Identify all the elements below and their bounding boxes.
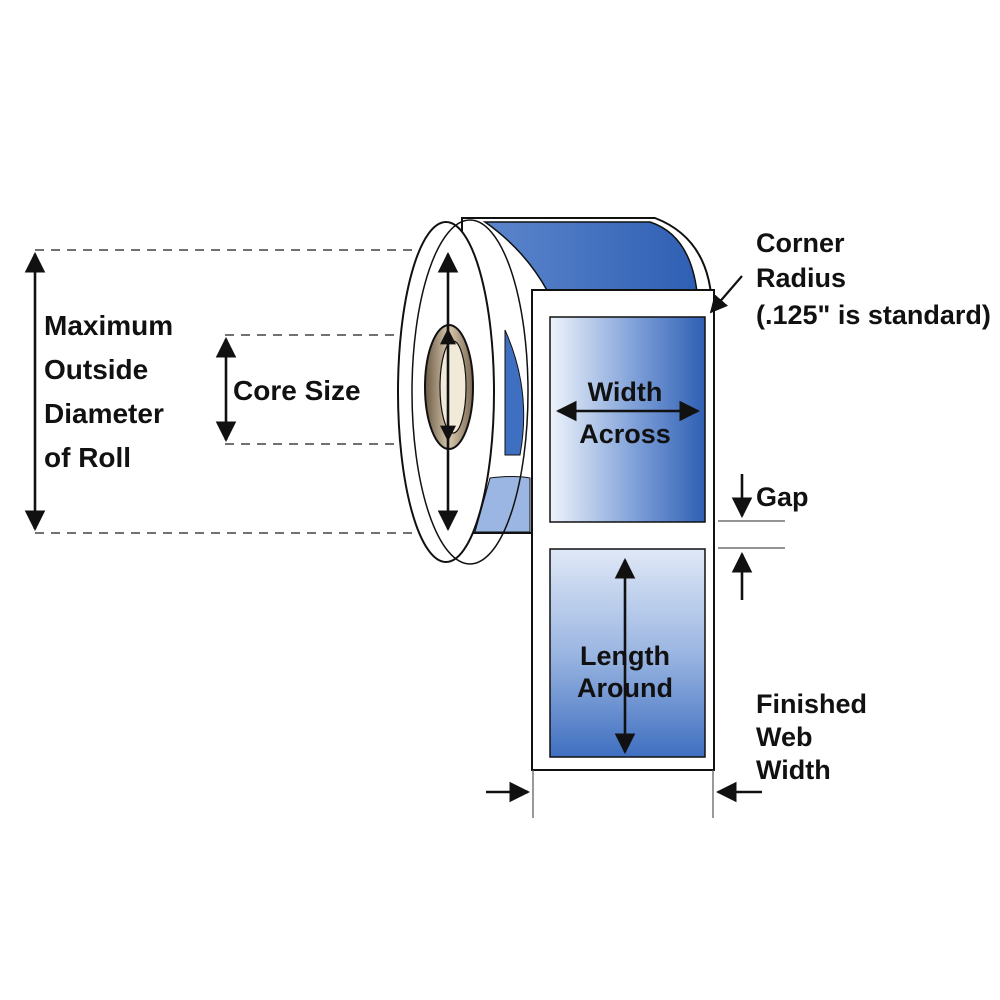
web-width-line-2: Web bbox=[756, 722, 813, 752]
web-width-line-3: Width bbox=[756, 755, 831, 785]
max-diameter-label: Maximum Outside Diameter of Roll bbox=[44, 310, 173, 473]
length-around-line-2: Around bbox=[577, 673, 673, 703]
core-size-label: Core Size bbox=[233, 375, 361, 406]
max-diameter-line-3: Diameter bbox=[44, 398, 164, 429]
roll-face-ring bbox=[411, 219, 529, 565]
roll-core-hole bbox=[439, 340, 467, 434]
length-around-line-1: Length bbox=[580, 641, 670, 671]
max-diameter-line-4: of Roll bbox=[44, 442, 131, 473]
corner-radius-line-3: (.125" is standard) bbox=[756, 300, 991, 330]
solid-guides bbox=[532, 520, 785, 818]
max-diameter-line-1: Maximum bbox=[44, 310, 173, 341]
roll-side-label bbox=[504, 329, 525, 456]
width-across-label: Width Across bbox=[579, 377, 671, 449]
width-across-line-1: Width bbox=[588, 377, 663, 407]
roll-lower-label bbox=[474, 476, 531, 533]
corner-radius-label: Corner Radius (.125" is standard) bbox=[756, 228, 991, 330]
finished-web-width-label: Finished Web Width bbox=[756, 689, 867, 785]
gap-label: Gap bbox=[756, 482, 809, 512]
dimension-arrows bbox=[24, 251, 762, 803]
corner-radius-arrow bbox=[709, 275, 743, 314]
corner-radius-line-2: Radius bbox=[756, 263, 846, 293]
web-width-line-1: Finished bbox=[756, 689, 867, 719]
length-around-label: Length Around bbox=[577, 641, 673, 703]
width-across-line-2: Across bbox=[579, 419, 671, 449]
corner-radius-line-1: Corner bbox=[756, 228, 845, 258]
max-diameter-line-2: Outside bbox=[44, 354, 148, 385]
